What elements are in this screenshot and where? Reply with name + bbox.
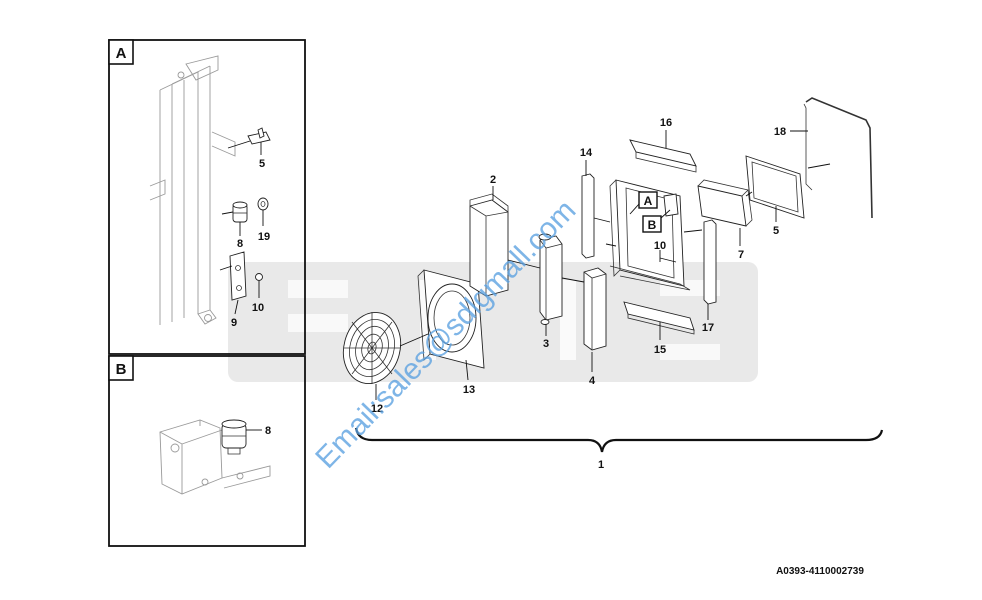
callout-4: 4 [589,375,596,387]
callout-7: 7 [738,249,744,261]
callout-17: 17 [702,322,714,334]
condenser-part-7 [697,179,753,246]
cooler-part-4 [583,267,607,372]
radiator-core-part-2 [469,186,509,297]
callout-a-10: 10 [252,302,264,314]
radiator-frame [609,179,691,291]
frame-member-a [149,55,236,325]
fan-guard-part-12 [342,312,402,400]
assembly-leaders [507,191,753,283]
detail-box-b-letter: B [116,361,127,378]
bottom-plate-part-15 [623,301,695,340]
callout-13: 13 [463,384,475,396]
mount-frame-part-5 [745,155,805,222]
callout-3: 3 [543,338,549,350]
top-cover-part-16 [629,130,697,173]
bolt-part-10-detail [255,273,263,298]
callout-1: 1 [598,459,604,471]
detail-box-a: A 5 8 [108,39,306,355]
ref-marker-b: B [642,209,671,233]
svg-text:B: B [648,218,657,232]
callout-a-8: 8 [237,238,243,250]
bracket-part-9-detail [219,251,247,315]
washer-part-19-detail [257,197,269,226]
fan-shroud-part-13 [399,269,485,381]
detail-box-b: B 8 [108,355,306,547]
callout-2: 2 [490,174,496,186]
callout-a-5: 5 [259,158,265,170]
callout-12: 12 [371,403,383,415]
callout-a-19: 19 [258,231,270,243]
callout-5: 5 [773,225,779,237]
callout-16: 16 [660,117,672,129]
clip-part-5-detail [227,127,271,155]
drawing-code: A0393-4110002739 [776,566,864,577]
callout-10: 10 [654,240,666,252]
callout-a-9: 9 [231,317,237,329]
callout-15: 15 [654,344,666,356]
side-plate-part-14 [581,160,611,259]
mounting-bracket-b [159,419,271,495]
detail-box-a-letter: A [116,45,127,62]
mount-part-8-detail [221,201,248,236]
assembly-brace-part-1 [354,427,884,453]
oil-cooler-part-3 [538,233,563,336]
callout-b-8: 8 [265,425,271,437]
side-plate-part-17 [703,219,717,320]
callout-18: 18 [774,126,786,138]
ref-marker-a: A [629,191,658,215]
svg-text:A: A [644,194,653,208]
rubber-mount-part-8-b [221,419,262,455]
callout-14: 14 [580,147,593,159]
pipe-part-18 [790,97,873,219]
